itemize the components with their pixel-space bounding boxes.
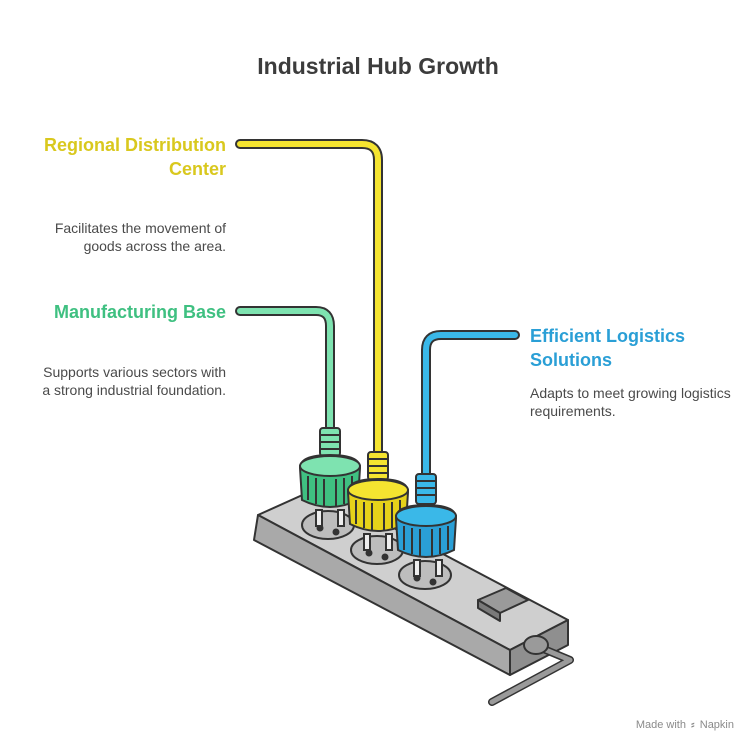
logistics-heading: Efficient Logistics Solutions [530, 326, 686, 370]
regional-distribution-description: Facilitates the movement of goods across… [54, 220, 226, 254]
power-switch [477, 587, 529, 622]
manufacturing-base-cable [235, 306, 335, 435]
regional-distribution-heading: Regional Distribution Center [44, 135, 226, 179]
brand-label: Napkin [699, 719, 734, 731]
power-cord [488, 635, 574, 706]
page-title: Industrial Hub Growth [257, 53, 499, 79]
napkin-logo-icon: ⸗ [691, 719, 695, 731]
manufacturing-base-plug [298, 427, 362, 527]
logistics-cable [421, 330, 520, 483]
manufacturing-base-description: Supports various sectors with a strong i… [42, 364, 226, 398]
regional-distribution-plug [346, 451, 410, 551]
logistics-plug [394, 473, 458, 577]
manufacturing-base-heading: Manufacturing Base [53, 302, 226, 322]
footer-credit: Made with ⸗ Napkin [636, 719, 734, 731]
logistics-description: Adapts to meet growing logistics require… [530, 385, 731, 419]
made-with-label: Made with [635, 719, 686, 731]
regional-distribution-cable [235, 139, 383, 463]
